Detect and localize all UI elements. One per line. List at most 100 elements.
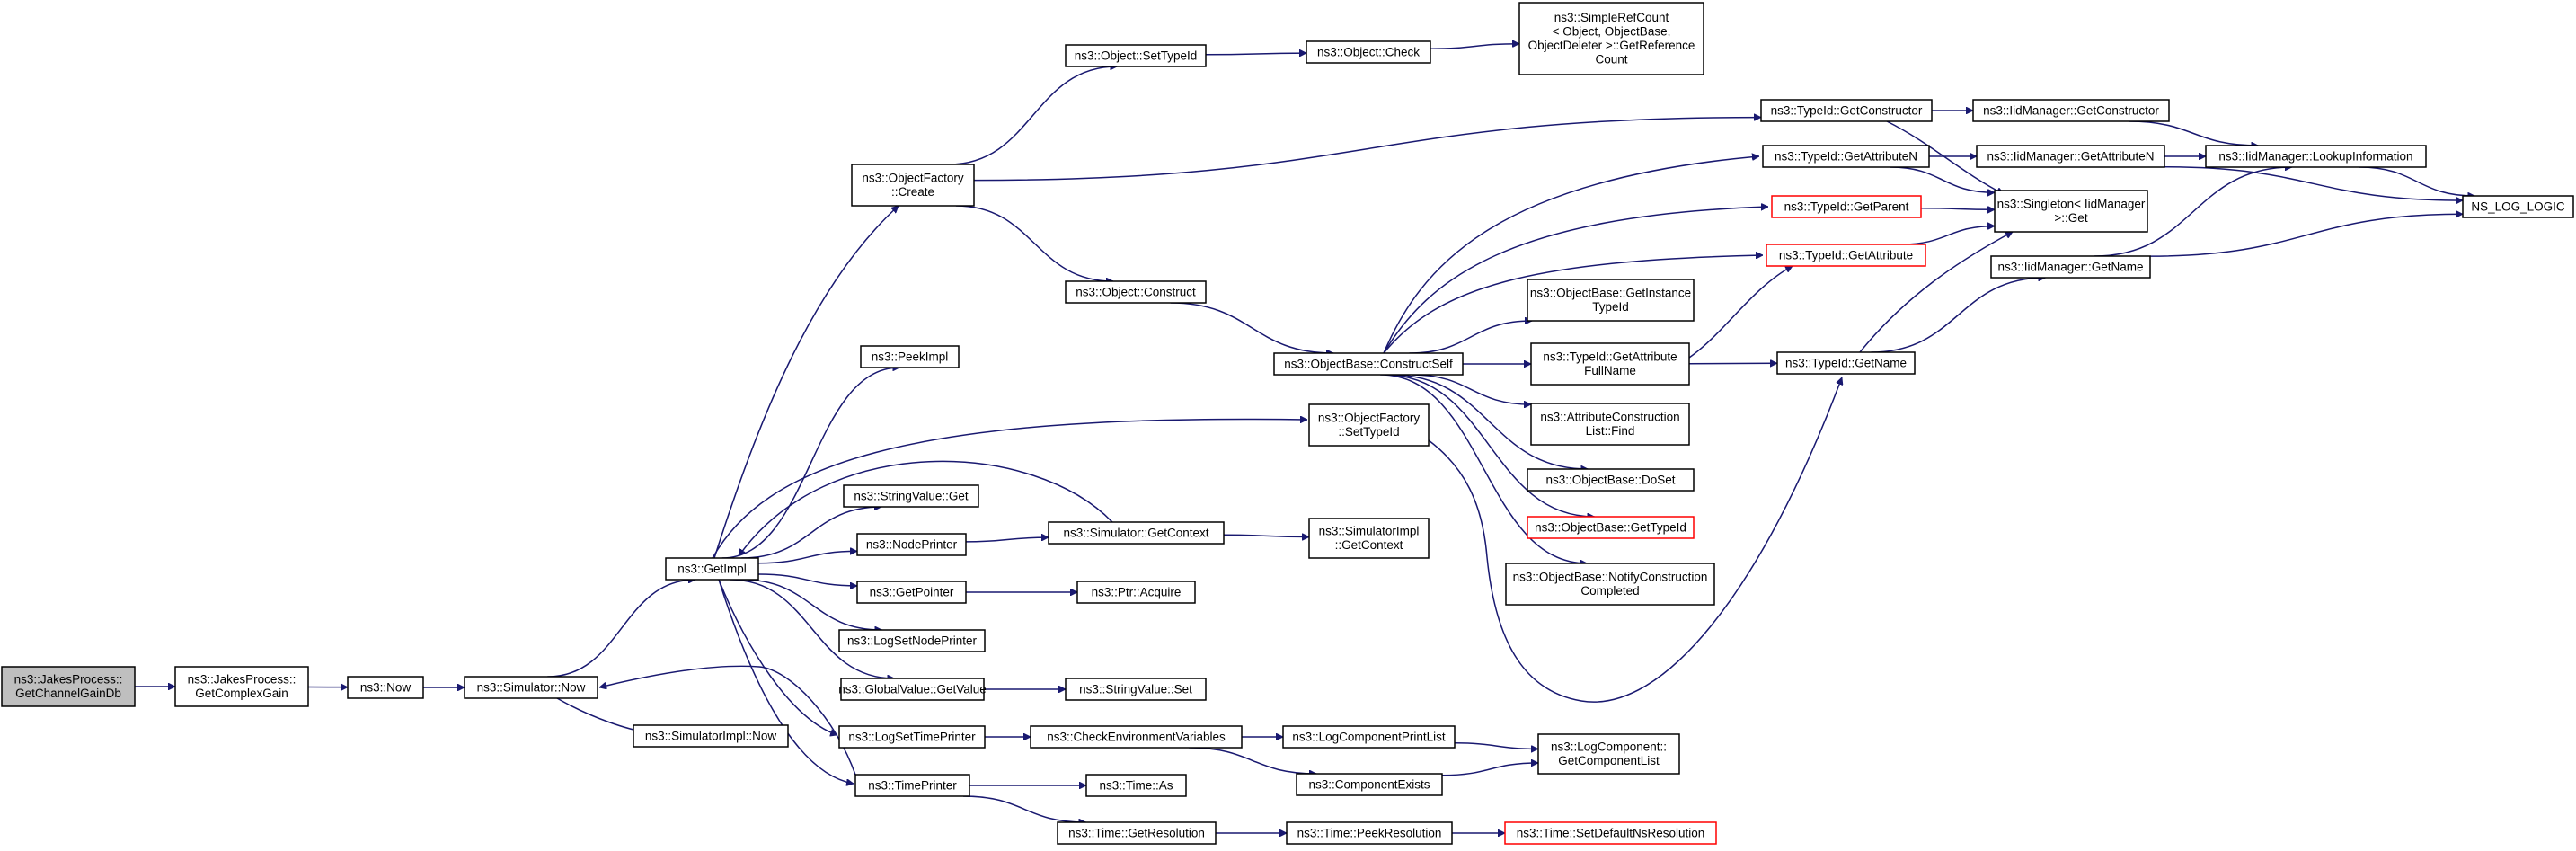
function-node[interactable]: ns3::Singleton< IidManager>::Get xyxy=(1994,190,2148,233)
function-node[interactable]: ns3::LogSetTimePrinter xyxy=(838,725,986,749)
call-edge xyxy=(1886,120,2004,195)
call-edge xyxy=(2149,214,2463,257)
call-edge xyxy=(2359,166,2475,196)
call-edge xyxy=(1688,265,1793,359)
node-label-line: ns3::TypeId::GetAttribute xyxy=(1779,248,1913,262)
node-box xyxy=(1527,468,1695,492)
function-node[interactable]: NS_LOG_LOGIC xyxy=(2462,195,2574,218)
node-box xyxy=(1308,403,1430,447)
call-edge xyxy=(955,205,1113,281)
function-node[interactable]: ns3::Object::Construct xyxy=(1065,280,1207,304)
function-node[interactable]: ns3::SimpleRefCount< Object, ObjectBase,… xyxy=(1518,2,1704,75)
node-label-line: ns3::SimulatorImpl::Now xyxy=(645,729,777,742)
function-node[interactable]: ns3::ObjectBase::DoSet xyxy=(1527,468,1695,492)
function-node[interactable]: ns3::GlobalValue::GetValue xyxy=(838,678,987,701)
function-node[interactable]: ns3::TypeId::GetParent xyxy=(1771,195,1922,218)
node-label-line: GetComponentList xyxy=(1558,754,1660,767)
function-node[interactable]: ns3::GetPointer xyxy=(856,581,967,604)
function-node[interactable]: ns3::ObjectBase::ConstructSelf xyxy=(1273,352,1464,376)
function-node[interactable]: ns3::Simulator::GetContext xyxy=(1048,521,1225,545)
node-label-line: ns3::ObjectFactory xyxy=(862,172,964,185)
node-label-line: ns3::LogComponentPrintList xyxy=(1292,730,1446,743)
function-node[interactable]: ns3::GetImpl xyxy=(665,557,759,581)
function-node[interactable]: ns3::StringValue::Set xyxy=(1065,678,1207,701)
function-node[interactable]: ns3::SimulatorImpl::GetContext xyxy=(1308,518,1430,559)
function-node[interactable]: ns3::ObjectBase::NotifyConstructionCompl… xyxy=(1505,563,1715,606)
node-box xyxy=(854,774,970,797)
function-node[interactable]: ns3::Time::As xyxy=(1085,774,1187,797)
node-box xyxy=(1976,145,2165,168)
node-label-line: GetChannelGainDb xyxy=(15,687,121,700)
node-box xyxy=(860,345,960,368)
function-node[interactable]: ns3::IidManager::GetName xyxy=(1990,255,2151,279)
function-node[interactable]: ns3::LogSetNodePrinter xyxy=(838,629,986,652)
node-box xyxy=(843,484,979,508)
node-box xyxy=(856,581,967,604)
function-node[interactable]: ns3::Simulator::Now xyxy=(464,676,598,699)
node-box xyxy=(1537,733,1680,775)
function-node[interactable]: ns3::Ptr::Acquire xyxy=(1076,581,1196,604)
function-node[interactable]: ns3::LogComponentPrintList xyxy=(1282,725,1456,749)
function-node[interactable]: ns3::Time::PeekResolution xyxy=(1286,821,1453,845)
function-node[interactable]: ns3::NodePrinter xyxy=(856,533,967,556)
function-node[interactable]: ns3::PeekImpl xyxy=(860,345,960,368)
function-node[interactable]: ns3::Now xyxy=(347,676,424,699)
function-node[interactable]: ns3::JakesProcess::GetChannelGainDb xyxy=(1,666,136,707)
call-edge xyxy=(1223,535,1309,536)
function-node[interactable]: ns3::Object::SetTypeId xyxy=(1065,44,1207,67)
node-box xyxy=(1286,821,1453,845)
node-box xyxy=(1990,255,2151,279)
call-edge xyxy=(962,795,1086,822)
function-node[interactable]: ns3::TypeId::GetName xyxy=(1776,351,1916,375)
function-node[interactable]: ns3::ObjectBase::GetTypeId xyxy=(1527,516,1695,539)
function-node[interactable]: ns3::LogComponent::GetComponentList xyxy=(1537,733,1680,775)
function-node[interactable]: ns3::ComponentExists xyxy=(1296,773,1443,796)
node-label-line: ns3::Object::Check xyxy=(1317,45,1420,58)
function-node[interactable]: ns3::SimulatorImpl::Now xyxy=(633,724,789,748)
function-node[interactable]: ns3::IidManager::GetConstructor xyxy=(1972,99,2170,122)
node-label-line: ObjectDeleter >::GetReference xyxy=(1528,39,1695,52)
call-edge xyxy=(973,118,1761,182)
call-edge xyxy=(1412,374,1531,404)
function-node[interactable]: ns3::Time::SetDefaultNsResolution xyxy=(1504,821,1717,845)
function-node[interactable]: ns3::TimePrinter xyxy=(854,774,970,797)
node-box xyxy=(1505,563,1715,606)
call-edge xyxy=(2129,120,2258,146)
call-edge xyxy=(1920,208,1995,210)
node-box xyxy=(1,666,136,707)
call-edge xyxy=(738,460,1113,556)
function-node[interactable]: ns3::CheckEnvironmentVariables xyxy=(1030,725,1243,749)
node-box xyxy=(1518,2,1704,75)
node-box xyxy=(174,666,309,707)
call-edge xyxy=(1383,156,1759,354)
function-node[interactable]: ns3::ObjectFactory::SetTypeId xyxy=(1308,403,1430,447)
node-box xyxy=(1296,773,1443,796)
node-label-line: ns3::IidManager::LookupInformation xyxy=(2218,149,2412,163)
node-box xyxy=(1530,342,1690,386)
function-node[interactable]: ns3::Object::Check xyxy=(1306,40,1431,64)
call-edge xyxy=(718,579,854,784)
node-label-line: ns3::Time::SetDefaultNsResolution xyxy=(1517,826,1705,839)
node-label-line: ns3::IidManager::GetName xyxy=(1997,260,2143,273)
function-node[interactable]: ns3::JakesProcess::GetComplexGain xyxy=(174,666,309,707)
node-label-line: ns3::TimePrinter xyxy=(868,778,957,792)
function-node[interactable]: ns3::TypeId::GetConstructor xyxy=(1760,99,1933,122)
node-box xyxy=(1771,195,1922,218)
function-node[interactable]: ns3::ObjectFactory::Create xyxy=(851,164,975,207)
function-node[interactable]: ns3::IidManager::LookupInformation xyxy=(2205,145,2427,168)
function-node[interactable]: ns3::IidManager::GetAttributeN xyxy=(1976,145,2165,168)
function-node[interactable]: ns3::StringValue::Get xyxy=(843,484,979,508)
function-node[interactable]: ns3::TypeId::GetAttributeN xyxy=(1762,145,1930,168)
function-node[interactable]: ns3::TypeId::GetAttribute xyxy=(1766,244,1926,267)
call-edge xyxy=(757,551,857,564)
function-node[interactable]: ns3::Time::GetResolution xyxy=(1057,821,1217,845)
node-label-line: NS_LOG_LOGIC xyxy=(2471,199,2565,213)
node-label-line: ns3::GetImpl xyxy=(677,562,747,575)
node-label-line: ns3::ObjectBase::GetTypeId xyxy=(1535,520,1686,534)
node-label-line: ns3::Time::GetResolution xyxy=(1068,826,1205,839)
node-label-line: ns3::GetPointer xyxy=(870,585,954,598)
